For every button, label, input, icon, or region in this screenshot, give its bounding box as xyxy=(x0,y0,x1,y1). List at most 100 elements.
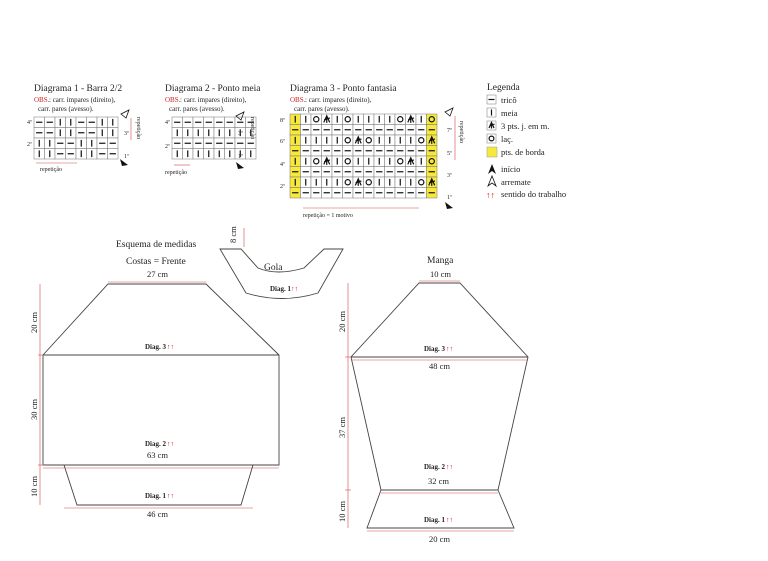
schema-title: Esquema de medidas xyxy=(116,240,197,250)
diagram-2-title: Diagrama 2 - Ponto meia xyxy=(165,84,261,94)
border-stitch-swatch xyxy=(486,146,498,158)
work-direction-icon: ↑↑ xyxy=(446,463,453,471)
k3tog-icon xyxy=(407,114,415,123)
diagram-2-grid xyxy=(171,116,257,160)
diagram-3-repeat-vertical: repetição xyxy=(458,121,464,143)
yarn-over-icon xyxy=(344,158,351,165)
start-arrow-icon xyxy=(236,162,244,169)
legend-label: pts. de borda xyxy=(501,147,545,157)
legend-label: 3 pts. j. em m. xyxy=(501,121,549,131)
diagram-3-row-3: 3ª xyxy=(447,173,452,179)
diagram-2-row-3: 3ª xyxy=(238,131,243,137)
diagram-3-title: Diagrama 3 - Ponto fantasia xyxy=(290,83,397,94)
chart-cell xyxy=(394,155,406,167)
yarn-over-icon xyxy=(397,158,404,165)
sleeve-width-48: 48 cm xyxy=(429,361,450,371)
diagram-1-row-1: 1ª xyxy=(124,154,129,160)
legend: Legenda tricô meia 3 pts. j. em m. laç. … xyxy=(486,83,566,200)
body-width-46: 46 cm xyxy=(147,509,168,519)
diagram-3-row-2: 2ª xyxy=(280,184,285,190)
diagram-2-row-4: 4ª xyxy=(165,120,170,126)
collar-piece: 8 cm Gola Diag. 1 ↑↑ xyxy=(219,226,344,299)
diagram-2-row-1: 1ª xyxy=(238,154,243,160)
sleeve-width-32: 32 cm xyxy=(428,476,449,486)
k3tog-icon xyxy=(488,121,495,129)
k3tog-icon xyxy=(323,114,331,123)
legend-label: tricô xyxy=(501,95,517,105)
diagram-1-obs-label: OBS. xyxy=(34,96,50,104)
diagram-2-repeat-vertical: repetição xyxy=(249,117,255,139)
diagram-2-obs-label: OBS. xyxy=(165,96,181,104)
diagram-3: Diagrama 3 - Ponto fantasia OBS. : carr.… xyxy=(280,83,464,219)
k3tog-icon xyxy=(354,177,362,186)
collar-title: Gola xyxy=(264,263,283,273)
diagram-1-grid xyxy=(33,116,119,160)
start-arrow-icon xyxy=(445,202,453,209)
sleeve-title: Manga xyxy=(427,256,454,266)
work-direction-icon: ↑↑ xyxy=(446,516,453,524)
diagram-1-repeat-vertical: repetição xyxy=(135,117,141,139)
finish-arrow-icon xyxy=(444,107,454,117)
diagram-3-row-6: 6ª xyxy=(280,139,285,145)
sleeve-outline xyxy=(350,282,529,529)
legend-item-trico: tricô xyxy=(486,94,517,105)
start-arrow-icon xyxy=(120,159,128,166)
legend-item-sentido: ↑↑ sentido do trabalho xyxy=(486,189,566,200)
chart-cell xyxy=(394,113,406,125)
body-height-20: 20 cm xyxy=(29,312,39,333)
finish-arrow-icon xyxy=(120,109,130,119)
diagram-3-row-1: 1ª xyxy=(447,195,452,201)
body-piece: 27 cm Diag. 3 ↑↑ Diag. 2 ↑↑ 63 cm Diag. … xyxy=(29,269,280,519)
body-width-63: 63 cm xyxy=(147,450,168,460)
legend-label: arremate xyxy=(501,177,531,187)
sleeve-width-20: 20 cm xyxy=(429,534,450,544)
yarn-over-icon xyxy=(313,158,320,165)
k3tog-icon xyxy=(323,156,331,165)
diagram-3-grid xyxy=(289,113,438,199)
legend-label: meia xyxy=(501,108,518,118)
legend-item-borda: pts. de borda xyxy=(486,146,545,158)
collar-height-8: 8 cm xyxy=(228,226,238,243)
yarn-over-icon xyxy=(313,116,320,123)
yarn-over-icon xyxy=(344,137,351,144)
collar-diag-1: Diag. 1 xyxy=(270,285,292,293)
legend-label: laç. xyxy=(501,134,513,144)
diagram-2-obs-text-2: carr. pares (avesso). xyxy=(169,105,225,113)
chart-cell xyxy=(342,176,354,188)
legend-item-arremate: arremate xyxy=(487,174,531,188)
finish-arrow-icon xyxy=(487,174,497,188)
yarn-over-icon xyxy=(344,116,351,123)
yarn-over-icon xyxy=(488,135,495,142)
diagram-1-repeat-horizontal: repetição xyxy=(40,167,62,173)
work-direction-icon: ↑↑ xyxy=(167,440,174,448)
work-direction-icon: ↑↑ xyxy=(486,190,495,200)
legend-item-lac: laç. xyxy=(486,133,513,144)
chart-cell xyxy=(363,134,375,146)
start-arrow-icon xyxy=(488,164,496,174)
legend-item-inicio: início xyxy=(488,164,520,174)
yarn-over-icon xyxy=(428,116,435,123)
diagram-3-row-4: 4ª xyxy=(280,162,285,168)
body-diag-3: Diag. 3 xyxy=(145,343,167,351)
legend-item-meia: meia xyxy=(486,107,518,118)
diagram-3-row-7: 7ª xyxy=(447,128,452,134)
work-direction-icon: ↑↑ xyxy=(446,345,453,353)
chart-cell xyxy=(342,134,354,146)
diagram-3-obs-text: : carr. impares (direito), xyxy=(305,96,372,104)
diagram-1-row-3: 3ª xyxy=(124,131,129,137)
diagram-2: Diagrama 2 - Ponto meia OBS. : carr. imp… xyxy=(165,84,261,176)
diagram-3-repeat-horizontal: repetição = 1 motivo xyxy=(303,213,353,219)
diagram-1-title: Diagrama 1 - Barra 2/2 xyxy=(34,84,122,94)
diagram-3-row-8: 8ª xyxy=(280,118,285,124)
sleeve-height-37: 37 cm xyxy=(337,417,347,438)
sleeve-height-20: 20 cm xyxy=(337,311,347,332)
diagram-1-obs-text: : carr. ímpares (direito), xyxy=(49,96,116,104)
diagram-1: Diagrama 1 - Barra 2/2 OBS. : carr. ímpa… xyxy=(27,84,141,173)
chart-cell xyxy=(426,155,438,167)
body-title: Costas = Frente xyxy=(126,257,186,267)
chart-cell xyxy=(363,176,375,188)
legend-label: sentido do trabalho xyxy=(501,189,566,199)
chart-cell xyxy=(415,176,427,188)
diagram-2-obs-text: : carr. impares (direito), xyxy=(180,96,247,104)
